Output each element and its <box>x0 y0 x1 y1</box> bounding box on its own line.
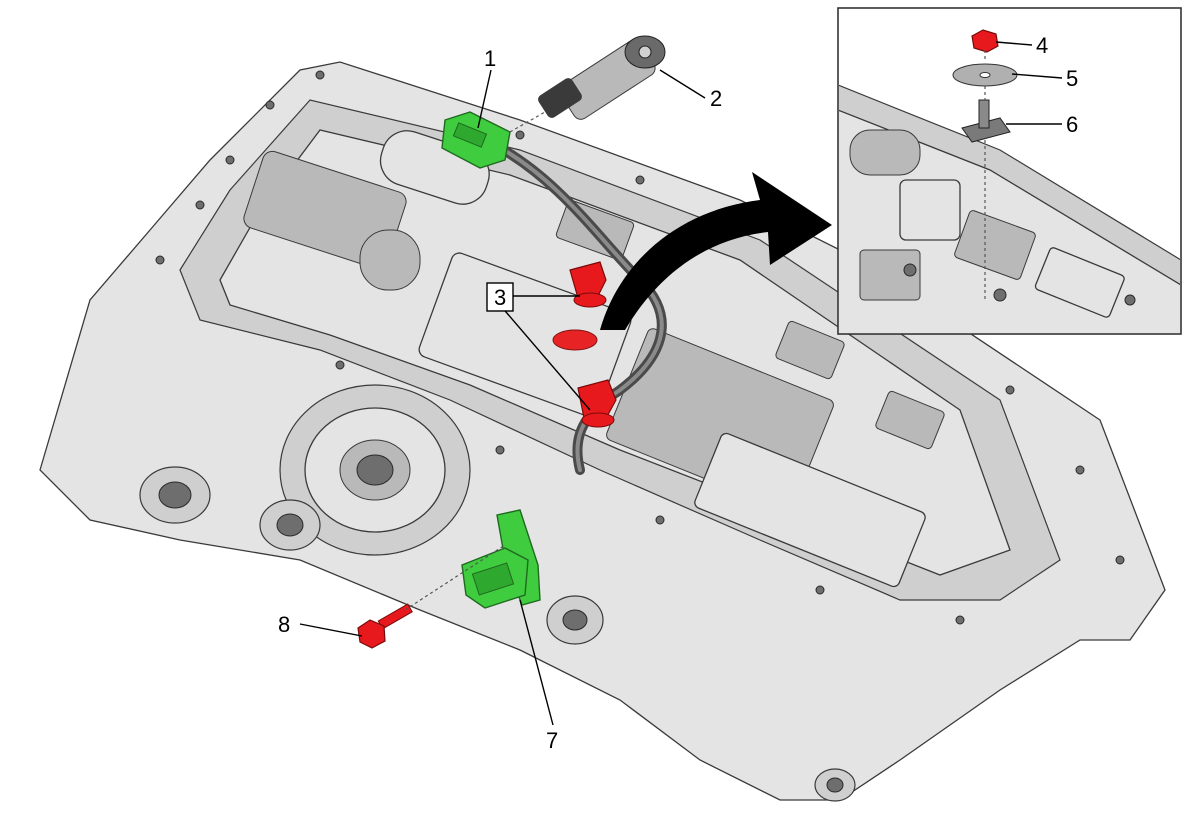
part-1-connector <box>441 111 511 169</box>
detail-arrow <box>600 172 832 330</box>
part-8-bolt <box>357 603 413 649</box>
callout-6: 6 <box>1066 112 1078 137</box>
callout-4: 4 <box>1036 33 1048 58</box>
part-8-alignment-line <box>404 544 506 611</box>
callout-labels: 1 2 3 4 5 6 7 8 <box>278 33 1078 753</box>
callout-1: 1 <box>484 46 496 71</box>
part-7-bracket-connector <box>461 509 541 609</box>
callout-2: 2 <box>710 86 722 111</box>
part-2-sensor <box>538 35 666 120</box>
callout-5: 5 <box>1066 66 1078 91</box>
leader-lines <box>299 41 1063 726</box>
part-6-stud-bracket <box>961 99 1011 143</box>
part-4-nut <box>971 29 999 53</box>
callout-8: 8 <box>278 612 290 637</box>
part-3-clips <box>552 261 617 428</box>
detail-inset <box>837 7 1182 335</box>
callout-3-box <box>486 282 514 312</box>
filter-boss <box>279 384 471 556</box>
part-2-alignment-line <box>509 111 546 133</box>
callout-3: 3 <box>494 285 506 310</box>
callout-7: 7 <box>546 728 558 753</box>
